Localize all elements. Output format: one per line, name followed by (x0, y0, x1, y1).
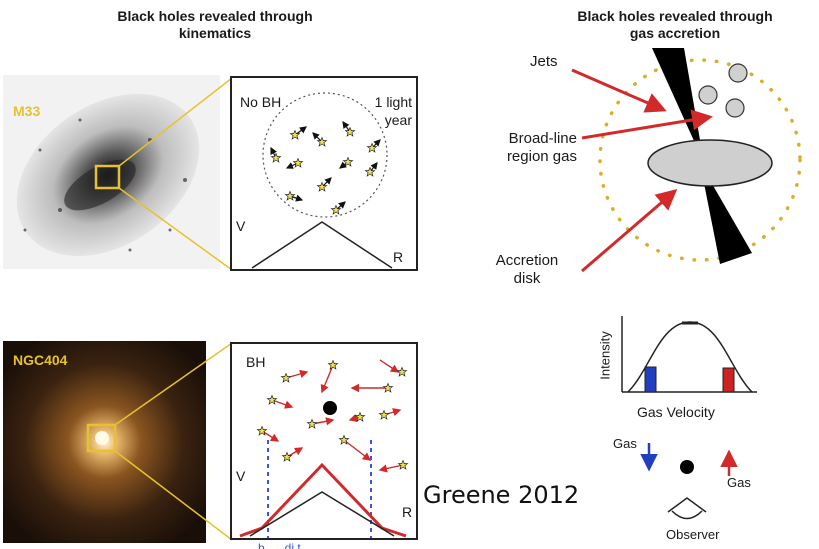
lower-jet (700, 163, 752, 264)
accretion-figure (571, 48, 802, 520)
accretion-disk (647, 139, 773, 187)
ngc404-r-axis-label: R (402, 504, 413, 520)
gas-left-label: Gas (613, 436, 637, 451)
intensity-axis-label: Intensity (597, 331, 613, 380)
citation: Greene 2012 (423, 481, 580, 509)
ngc404-galaxy-image (3, 341, 206, 543)
outer-dotted-ring (598, 58, 802, 262)
disk-label: Accretion disk (495, 252, 559, 287)
ngc404-v-axis-label: V (236, 468, 246, 484)
ngc404-bh-curve (239, 462, 407, 538)
observer-label: Observer (666, 527, 720, 542)
bh-label: BH (246, 354, 266, 370)
ngc404-nobh-curve (249, 491, 395, 537)
blr-cloud (725, 98, 745, 118)
m33-velocity-curve (251, 221, 393, 269)
black-hole-dot (323, 401, 337, 415)
upper-jet (652, 48, 704, 163)
m33-r-axis-label: R (393, 249, 404, 265)
ngc404-panel (230, 342, 418, 540)
blr-cloud (698, 85, 718, 105)
observer-eye-icon (667, 497, 707, 520)
one-light-year-circle (262, 92, 388, 218)
m33-v-axis-label: V (236, 218, 246, 234)
ngc404-zoom-box (86, 423, 117, 453)
jets-label: Jets (530, 53, 558, 70)
light-year-label: 1 light year (374, 94, 412, 128)
red-band (722, 367, 735, 393)
ngc404-label: NGC404 (13, 352, 68, 368)
blr-cloud (728, 63, 748, 83)
cut-off-caption: b .... di t (258, 541, 301, 549)
m33-zoom-box (94, 164, 121, 190)
spectrum-plot (621, 316, 757, 393)
m33-label: M33 (13, 103, 41, 119)
m33-panel (230, 76, 418, 271)
right-title: Black holes revealed through gas accreti… (577, 8, 773, 41)
left-title: Black holes revealed through kinematics (117, 8, 313, 41)
blue-band (644, 366, 657, 393)
gas-right-label: Gas (727, 475, 751, 490)
kinematics-figure (3, 75, 418, 543)
no-bh-label: No BH (240, 94, 282, 110)
gas-velocity-label: Gas Velocity (637, 404, 715, 420)
m33-galaxy-image (3, 75, 220, 269)
blr-label: Broad-line region gas (506, 130, 577, 165)
central-bh-dot (680, 460, 694, 474)
